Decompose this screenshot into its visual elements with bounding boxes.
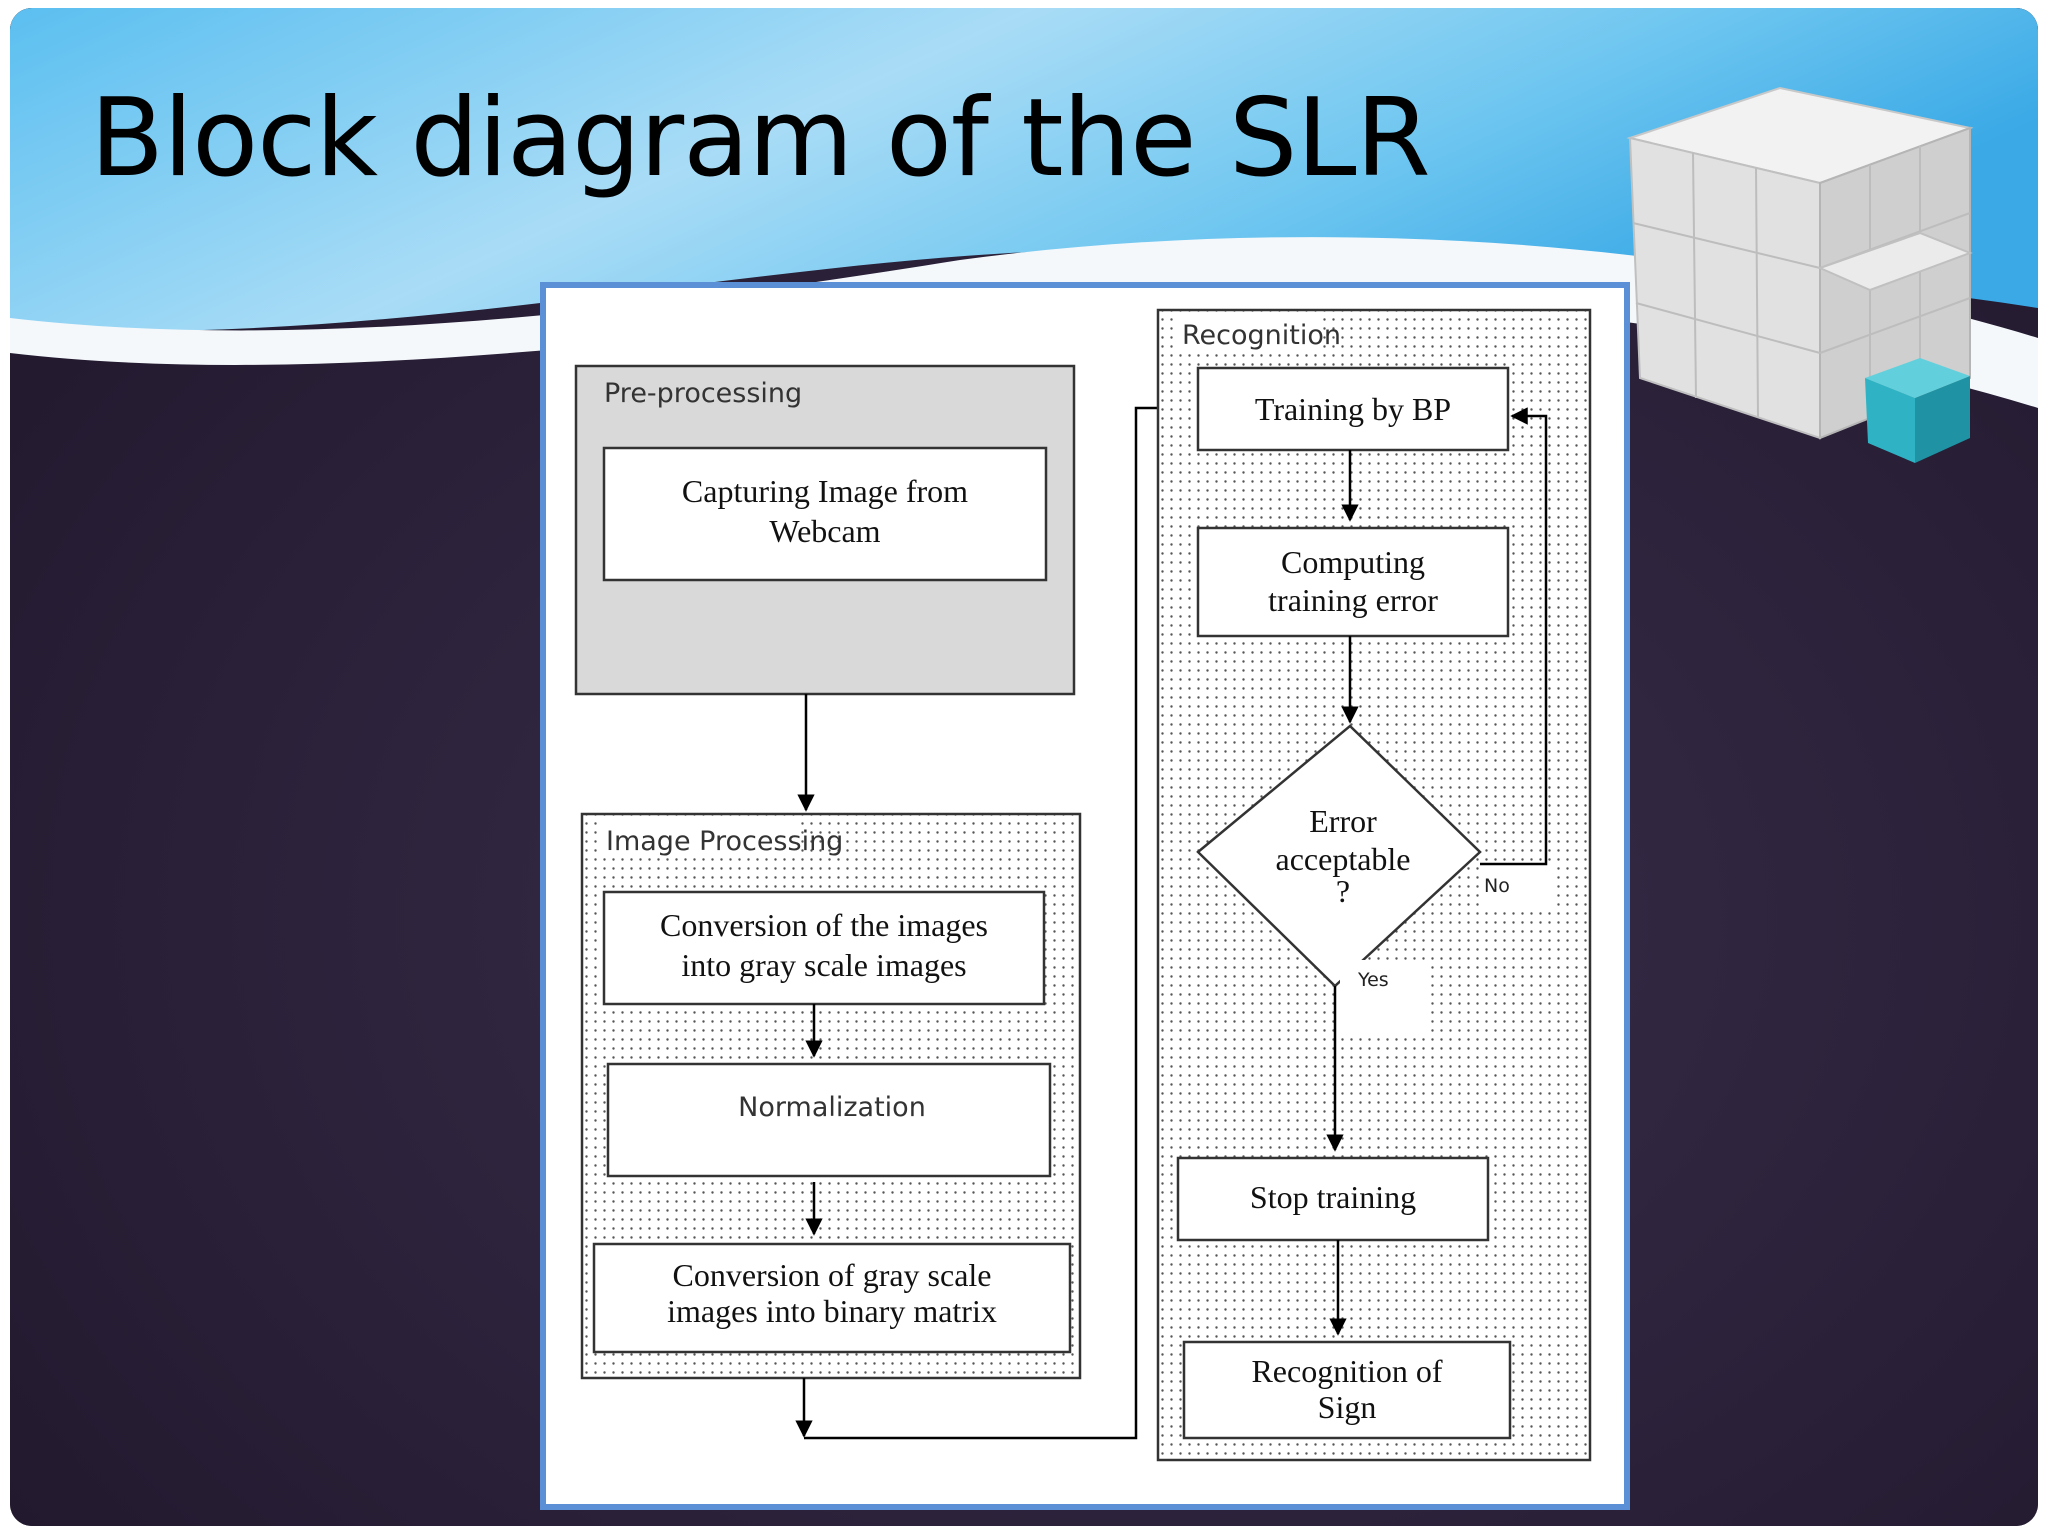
image-processing-label-bg — [602, 822, 798, 858]
decision-text-3: ? — [1336, 873, 1350, 909]
recognition-label: Recognition — [1182, 320, 1341, 351]
recognition-label-bg — [1178, 318, 1322, 352]
slide: Block diagram of the SLR — [10, 8, 2038, 1526]
arrow-no-loop — [1480, 407, 1548, 866]
conversion-binary-text-2: images into binary matrix — [667, 1293, 997, 1329]
image-processing-label: Image Processing — [606, 826, 843, 857]
conversion-gray-text-2: into gray scale images — [681, 947, 966, 983]
normalization-text: Normalization — [738, 1092, 926, 1123]
yes-label: Yes — [1357, 969, 1389, 991]
normalization-box — [606, 1062, 1052, 1178]
capturing-box — [602, 446, 1048, 582]
cube-graphic — [1626, 86, 1974, 463]
conversion-gray-box — [602, 890, 1046, 1006]
cube-grid-lines — [1632, 146, 1971, 419]
capturing-text-1: Capturing Image from — [682, 473, 968, 509]
capturing-text-2: Webcam — [769, 513, 880, 549]
conversion-binary-text-1: Conversion of gray scale — [672, 1257, 991, 1293]
decision-text-1: Error — [1309, 803, 1377, 839]
cube-notch — [1817, 231, 1973, 292]
computing-text-2: training error — [1268, 582, 1438, 618]
small-cube-right — [1915, 376, 1970, 463]
conversion-gray-text-1: Conversion of the images — [660, 907, 988, 943]
training-box — [1196, 366, 1510, 452]
recognition-sign-text-1: Recognition of — [1251, 1353, 1442, 1389]
stop-text: Stop training — [1250, 1179, 1416, 1215]
white-swoosh — [10, 237, 2038, 408]
conversion-binary-box — [592, 1242, 1072, 1354]
recognition-sign-box — [1182, 1340, 1512, 1440]
training-text: Training by BP — [1255, 391, 1451, 427]
computing-text-1: Computing — [1281, 544, 1425, 580]
cube-left-face — [1628, 136, 1821, 440]
small-cube-left — [1865, 378, 1915, 463]
block-diagram: Pre-processing Capturing Image from Webc… — [574, 308, 1592, 1462]
recognition-sign-text-2: Sign — [1318, 1389, 1377, 1425]
no-label-bg — [1480, 862, 1554, 910]
computing-box — [1196, 526, 1510, 638]
no-label: No — [1484, 875, 1510, 897]
stop-box — [1176, 1156, 1490, 1242]
slide-title: Block diagram of the SLR — [90, 76, 1431, 201]
decision-text-2: acceptable — [1276, 841, 1411, 877]
diagram-frame: Pre-processing Capturing Image from Webc… — [540, 282, 1630, 1510]
small-cube-top — [1865, 358, 1970, 398]
preprocessing-label: Pre-processing — [604, 378, 802, 409]
yes-label-bg — [1340, 960, 1428, 1036]
